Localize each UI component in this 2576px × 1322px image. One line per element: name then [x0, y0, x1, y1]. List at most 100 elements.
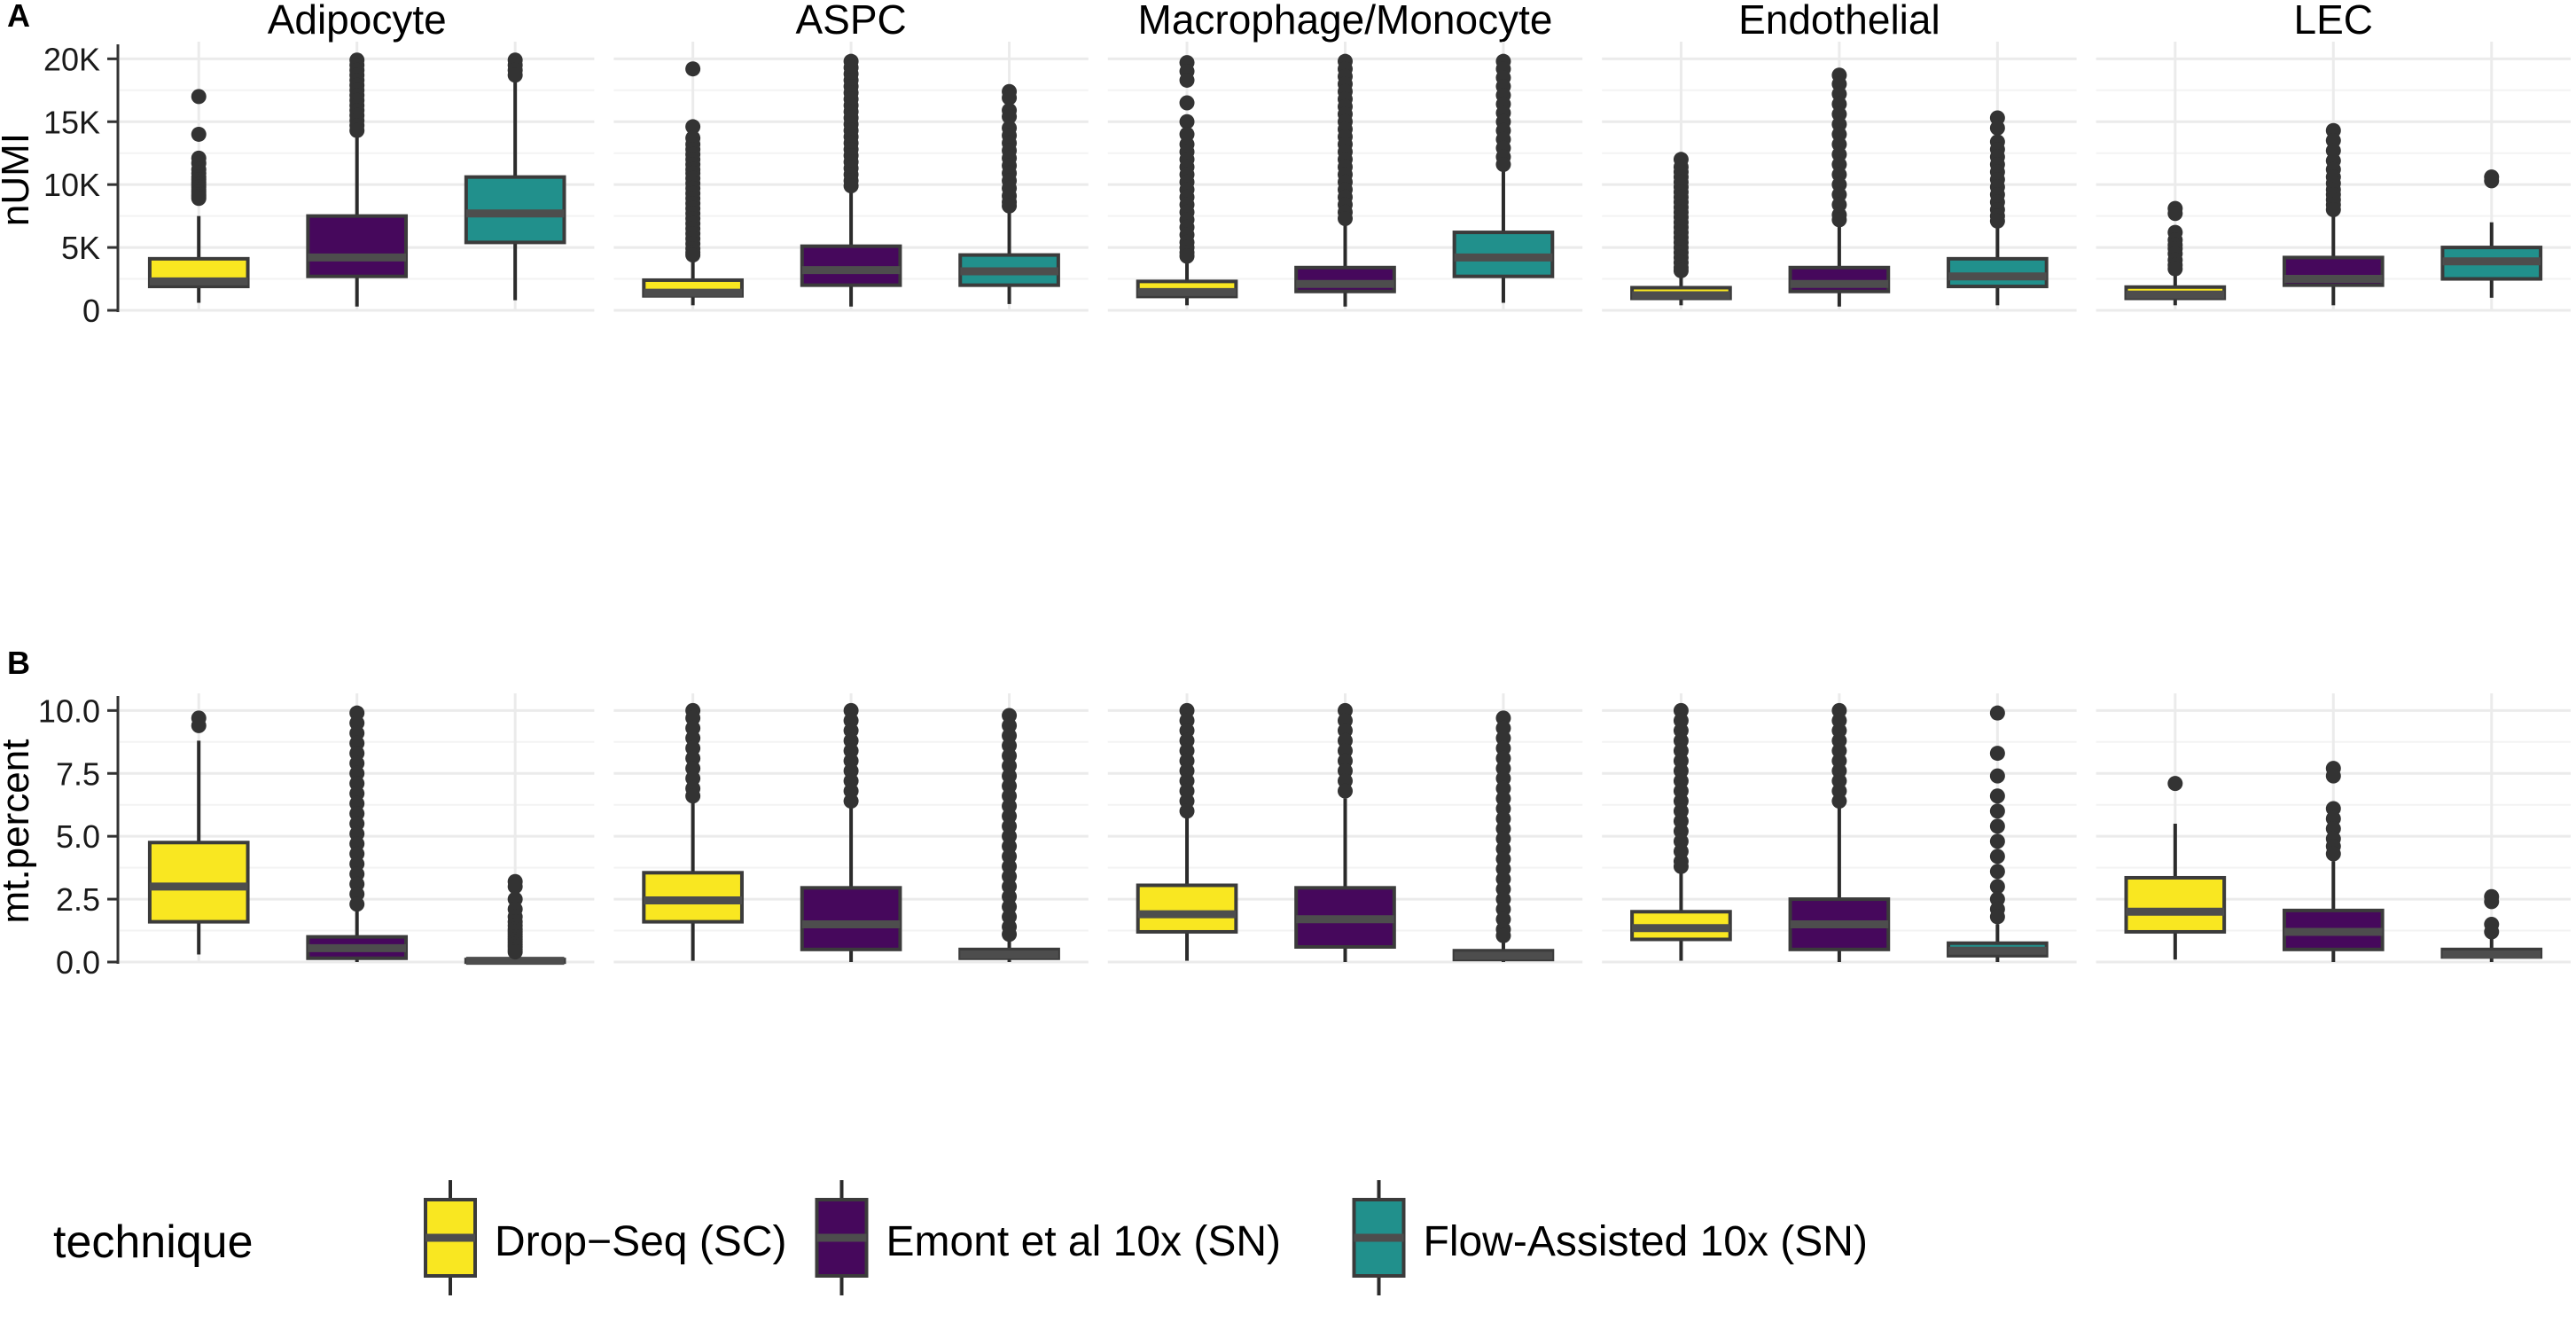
y-tick-label-B-1: 2.5: [56, 881, 100, 918]
boxplot-B-3-0: [1630, 702, 1732, 961]
outlier-point: [2167, 261, 2183, 277]
outlier-point: [191, 191, 207, 207]
boxplot-A-4-0: [2124, 200, 2227, 306]
boxplot-B-3-2: [1947, 705, 2049, 962]
boxplot-A-2-2: [1452, 53, 1555, 303]
y-tick-label-B-2: 5.0: [56, 818, 100, 855]
panel-A: nUMI 0 5K 10K 15K 20K: [0, 41, 2571, 329]
outlier-point: [1002, 927, 1018, 943]
box-body: [2124, 875, 2227, 934]
y-axis-title-A: nUMI: [0, 133, 37, 226]
outlier-point: [2325, 768, 2341, 784]
boxplot-B-0-2: [464, 873, 566, 966]
outlier-point: [349, 896, 365, 912]
panel-tag-a: A: [7, 0, 30, 34]
facet-B-1: [613, 693, 1089, 964]
outlier-point: [1989, 849, 2005, 864]
y-tick-label-A-4: 20K: [43, 41, 100, 77]
outlier-point: [1989, 705, 2005, 721]
box-body: [800, 886, 902, 951]
outlier-point: [1179, 95, 1195, 111]
boxplot-A-1-2: [958, 83, 1060, 304]
outlier-point: [1002, 109, 1018, 125]
legend-item-0[interactable]: Drop−Seq (SC): [424, 1180, 786, 1295]
boxplot-B-2-0: [1136, 702, 1238, 961]
box-body: [306, 214, 409, 278]
outlier-point: [1989, 909, 2005, 925]
outlier-point: [2325, 846, 2341, 862]
outlier-point: [1989, 803, 2005, 819]
boxplot-B-0-1: [306, 705, 409, 962]
outlier-point: [1338, 783, 1353, 799]
y-tick-label-B-0: 0.0: [56, 944, 100, 981]
facet-B-0: [120, 693, 595, 966]
outlier-point: [843, 793, 859, 809]
outlier-point: [191, 89, 207, 105]
boxplot-B-4-1: [2282, 761, 2385, 962]
outlier-point: [685, 788, 701, 804]
y-tick-label-A-1: 5K: [61, 230, 100, 266]
outlier-point: [685, 119, 701, 135]
boxplot-A-2-1: [1294, 53, 1396, 307]
outlier-point: [1495, 927, 1511, 943]
boxplot-B-3-1: [1788, 702, 1891, 962]
outlier-point: [1989, 746, 2005, 762]
boxplot-A-2-0: [1136, 55, 1238, 306]
facet-A-2: [1107, 42, 1583, 312]
y-tick-label-A-2: 10K: [43, 167, 100, 203]
outlier-point: [1673, 858, 1689, 874]
y-tick-label-A-3: 15K: [43, 104, 100, 140]
outlier-point: [1831, 212, 1847, 228]
boxplot-A-0-2: [464, 52, 566, 301]
outlier-point: [191, 717, 207, 733]
boxplot-A-4-2: [2440, 169, 2543, 298]
outlier-point: [1179, 248, 1195, 264]
boxplot-B-2-2: [1452, 710, 1555, 962]
facet-title-2: Macrophage/Monocyte: [1138, 0, 1553, 43]
outlier-point: [1989, 120, 2005, 136]
boxplot-A-1-1: [800, 53, 902, 307]
outlier-point: [1989, 864, 2005, 880]
facet-B-2: [1107, 693, 1583, 964]
outlier-point: [1338, 210, 1353, 226]
legend-item-label-1: Emont et al 10x (SN): [886, 1218, 1282, 1265]
outlier-point: [1002, 198, 1018, 214]
outlier-point: [191, 126, 207, 142]
legend-item-1[interactable]: Emont et al 10x (SN): [815, 1180, 1282, 1295]
outlier-point: [685, 247, 701, 263]
facet-B-4: [2096, 693, 2571, 964]
outlier-point: [1989, 213, 2005, 229]
outlier-point: [349, 122, 365, 138]
facet-title-0: Adipocyte: [268, 0, 447, 43]
facet-A-4: [2096, 42, 2571, 312]
boxplot-B-4-2: [2440, 888, 2543, 962]
boxplot-B-1-1: [800, 702, 902, 962]
boxplot-A-3-1: [1788, 67, 1891, 307]
outlier-point: [1831, 793, 1847, 809]
outlier-point: [2167, 206, 2183, 222]
legend-item-2[interactable]: Flow-Assisted 10x (SN): [1352, 1180, 1868, 1295]
boxplot-A-0-0: [147, 89, 250, 303]
legend-item-label-0: Drop−Seq (SC): [495, 1218, 786, 1265]
boxplot-A-3-2: [1947, 110, 2049, 306]
y-tick-label-B-4: 10.0: [38, 692, 100, 729]
outlier-point: [507, 879, 523, 895]
outlier-point: [2484, 894, 2500, 910]
outlier-point: [2484, 173, 2500, 189]
boxplot-A-3-0: [1630, 152, 1732, 306]
boxplot-B-4-0: [2124, 776, 2227, 960]
boxplot-B-1-0: [642, 702, 744, 961]
outlier-point: [2484, 924, 2500, 940]
facet-B-3: [1602, 693, 2077, 964]
y-tick-label-A-0: 0: [82, 293, 100, 329]
outlier-point: [1495, 156, 1511, 172]
legend-item-label-2: Flow-Assisted 10x (SN): [1424, 1218, 1868, 1265]
outlier-point: [1989, 833, 2005, 849]
y-tick-label-B-3: 7.5: [56, 755, 100, 792]
facet-title-1: ASPC: [795, 0, 906, 43]
outlier-point: [1002, 90, 1018, 106]
facet-title-3: Endothelial: [1738, 0, 1940, 43]
